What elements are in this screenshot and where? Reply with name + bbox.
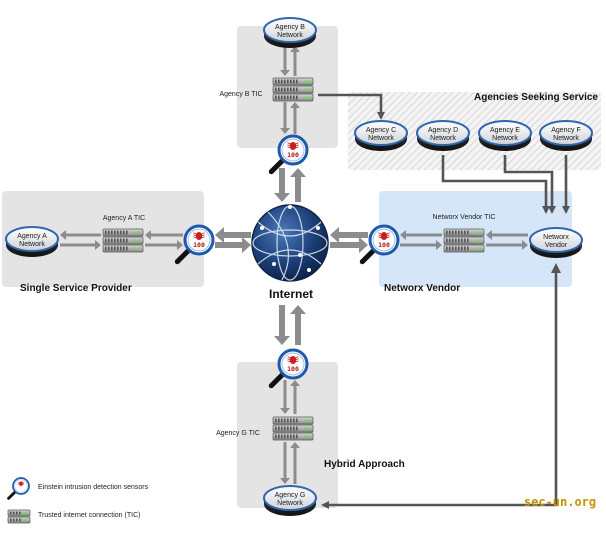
sensor-value: 100 (193, 241, 205, 249)
network-label-line: Network (430, 135, 456, 142)
link-arrow (290, 102, 300, 134)
network-label-line: Networx (543, 234, 569, 241)
link-arrow (290, 380, 300, 414)
gray-link-arrows (60, 46, 528, 484)
agency-g-tic-server (272, 416, 314, 441)
network-label-line: Network (277, 32, 303, 39)
agency-g-tic-label: Agency G TIC (216, 430, 260, 437)
network-label-line: Agency C (366, 127, 396, 134)
single-service-provider-title: Single Service Provider (20, 283, 132, 294)
legend-tic-label: Trusted internet connection (TIC) (38, 512, 140, 519)
legend-sensor-label: Einstein intrusion detection sensors (38, 484, 149, 491)
link-arrow (145, 230, 183, 240)
link-arrow (60, 240, 101, 250)
link-arrow (486, 240, 528, 250)
network-label-line: Network (492, 135, 518, 142)
link-arrow (215, 237, 251, 253)
vendor-upward-arrowhead (551, 263, 561, 273)
network-label-line: Network (553, 135, 579, 142)
network-label-line: Agency B (275, 24, 305, 31)
internet-globe (251, 204, 329, 282)
agency-a-einstein-sensor: 100 (174, 224, 215, 265)
zone-agencies-seeking (348, 92, 601, 170)
internet-label: Internet (269, 287, 313, 301)
network-label-line: Network (368, 135, 394, 142)
network-label-line: Network (277, 500, 303, 507)
link-arrow (486, 230, 528, 240)
link-arrow (145, 240, 183, 250)
link-arrow (215, 227, 251, 243)
network-label-line: Agency F (551, 127, 581, 134)
agency-a-tic-server (102, 228, 144, 253)
watermark: sec-un.org (524, 495, 596, 509)
link-arrow (274, 168, 290, 202)
agency-b-tic-label: Agency B TIC (219, 91, 262, 98)
agency-b-einstein-sensor: 100 (268, 134, 309, 175)
network-label-line: Network (19, 241, 45, 248)
link-arrow (400, 230, 442, 240)
agency-g-einstein-sensor: 100 (268, 348, 309, 389)
networx-tic-server (443, 228, 485, 253)
network-label-line: Agency E (490, 127, 520, 134)
link-arrow (330, 237, 368, 253)
legend-tic-icon (7, 509, 31, 524)
network-label-line: Vendor (545, 242, 568, 249)
agency-a-tic-label: Agency A TIC (103, 215, 145, 222)
link-arrow (290, 442, 300, 484)
network-label-line: Agency G (275, 492, 306, 499)
sensor-value: 100 (378, 241, 390, 249)
link-arrow (280, 380, 290, 414)
legend-sensor-icon (7, 477, 30, 500)
link-arrow (290, 46, 300, 76)
networx-vendor-title: Networx Vendor (384, 283, 460, 294)
sensor-value: 100 (287, 365, 299, 373)
hybrid-approach-title: Hybrid Approach (324, 459, 405, 470)
dark-connectors (318, 93, 570, 509)
agency-b-tic-server (272, 77, 314, 102)
link-arrow (274, 305, 290, 345)
sensor-value: 100 (287, 151, 299, 159)
link-arrow (400, 240, 442, 250)
link-arrow (280, 102, 290, 134)
network-label-line: Agency A (17, 233, 47, 240)
link-arrow (60, 230, 101, 240)
link-arrow (290, 305, 306, 345)
networx-tic-label: Networx Vendor TIC (433, 214, 496, 221)
link-arrow (280, 46, 290, 76)
agencies-seeking-service-title: Agencies Seeking Service (474, 92, 598, 103)
link-arrow (290, 168, 306, 202)
networx-einstein-sensor: 100 (359, 224, 400, 265)
link-arrow (280, 442, 290, 484)
network-label-line: Agency D (428, 127, 458, 134)
link-arrow (330, 227, 368, 243)
